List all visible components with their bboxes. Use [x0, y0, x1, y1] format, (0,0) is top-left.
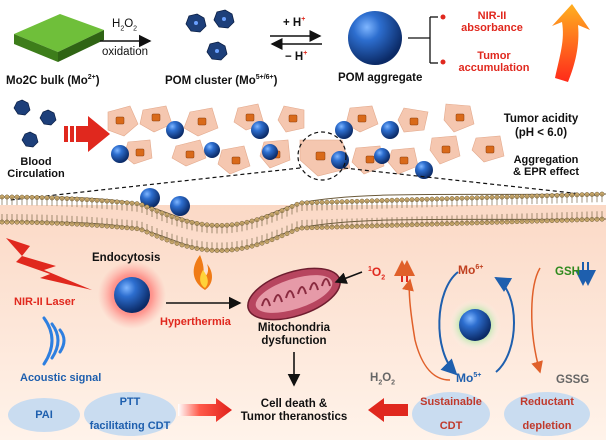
blood-pom-clusters: [13, 99, 57, 148]
acoustic-wave-icon: [42, 316, 66, 366]
gsh-label: GSH: [555, 266, 580, 278]
cell-death-label: Cell death &Tumor theranostics: [240, 398, 348, 423]
increase-arrow: [552, 4, 590, 82]
endocytosed-aggregate: [114, 277, 150, 313]
remove-proton-label: − H+: [285, 50, 308, 63]
zoom-line-right: [343, 167, 601, 197]
gsh-to-gssg-arrow: [531, 267, 543, 374]
mo2c-bulk-icon: [14, 14, 104, 62]
property-bracket: [408, 16, 438, 64]
mo5-label: Mo5+: [456, 371, 482, 385]
add-proton-label: + H+: [283, 16, 306, 29]
mo5-to-mo6-arrow: [494, 276, 515, 373]
bullet-dot: [440, 14, 446, 20]
pom-cluster-icon: [185, 9, 235, 61]
flame-core: [200, 270, 208, 288]
zoom-circle: [297, 131, 347, 181]
nir-laser-label: NIR-II Laser: [14, 296, 76, 308]
blood-flow-arrow: [64, 116, 110, 152]
catalyst-sphere: [459, 309, 491, 341]
nir-laser-bolt: [6, 238, 92, 290]
h2o2-bottom-label: H2O2: [370, 372, 396, 387]
gssg-label: GSSG: [556, 374, 590, 386]
h2o2-reagent-label: H2O2: [112, 18, 138, 33]
hyperthermia-label: Hyperthermia: [160, 316, 231, 328]
bullet-dot: [440, 59, 446, 65]
mo2c-bulk-label: Mo2C bulk (Mo2+): [6, 74, 100, 87]
pai-oval: PAI: [8, 398, 80, 432]
ros-arrow: [334, 271, 363, 284]
singlet-oxygen-label: 1O2: [368, 265, 386, 282]
acoustic-signal-label: Acoustic signal: [20, 372, 102, 384]
endocytosis-label: Endocytosis: [92, 252, 161, 264]
bottom-red-arrows: [178, 398, 408, 422]
pom-aggregate-sphere: [348, 11, 402, 65]
pom-aggregate-label: POM aggregate: [338, 72, 423, 84]
lipid-bilayer: [0, 191, 605, 253]
epr-effect-label: Aggregation& EPR effect: [512, 154, 580, 178]
mo6-label: Mo6+: [458, 263, 484, 277]
pom-cluster-label: POM cluster (Mo5+/6+): [165, 74, 278, 87]
h2o2-to-o2-arrow: [402, 278, 451, 381]
tumor-tissue-cells: [107, 103, 505, 177]
tumor-acidity-label: Tumor acidity(pH < 6.0): [503, 113, 579, 139]
mo6-to-mo5-arrow: [438, 271, 459, 376]
oxidation-label: oxidation: [102, 46, 149, 58]
gsh-down-arrows: [575, 262, 596, 286]
pom-aggregates-in-tumor: [111, 121, 433, 216]
